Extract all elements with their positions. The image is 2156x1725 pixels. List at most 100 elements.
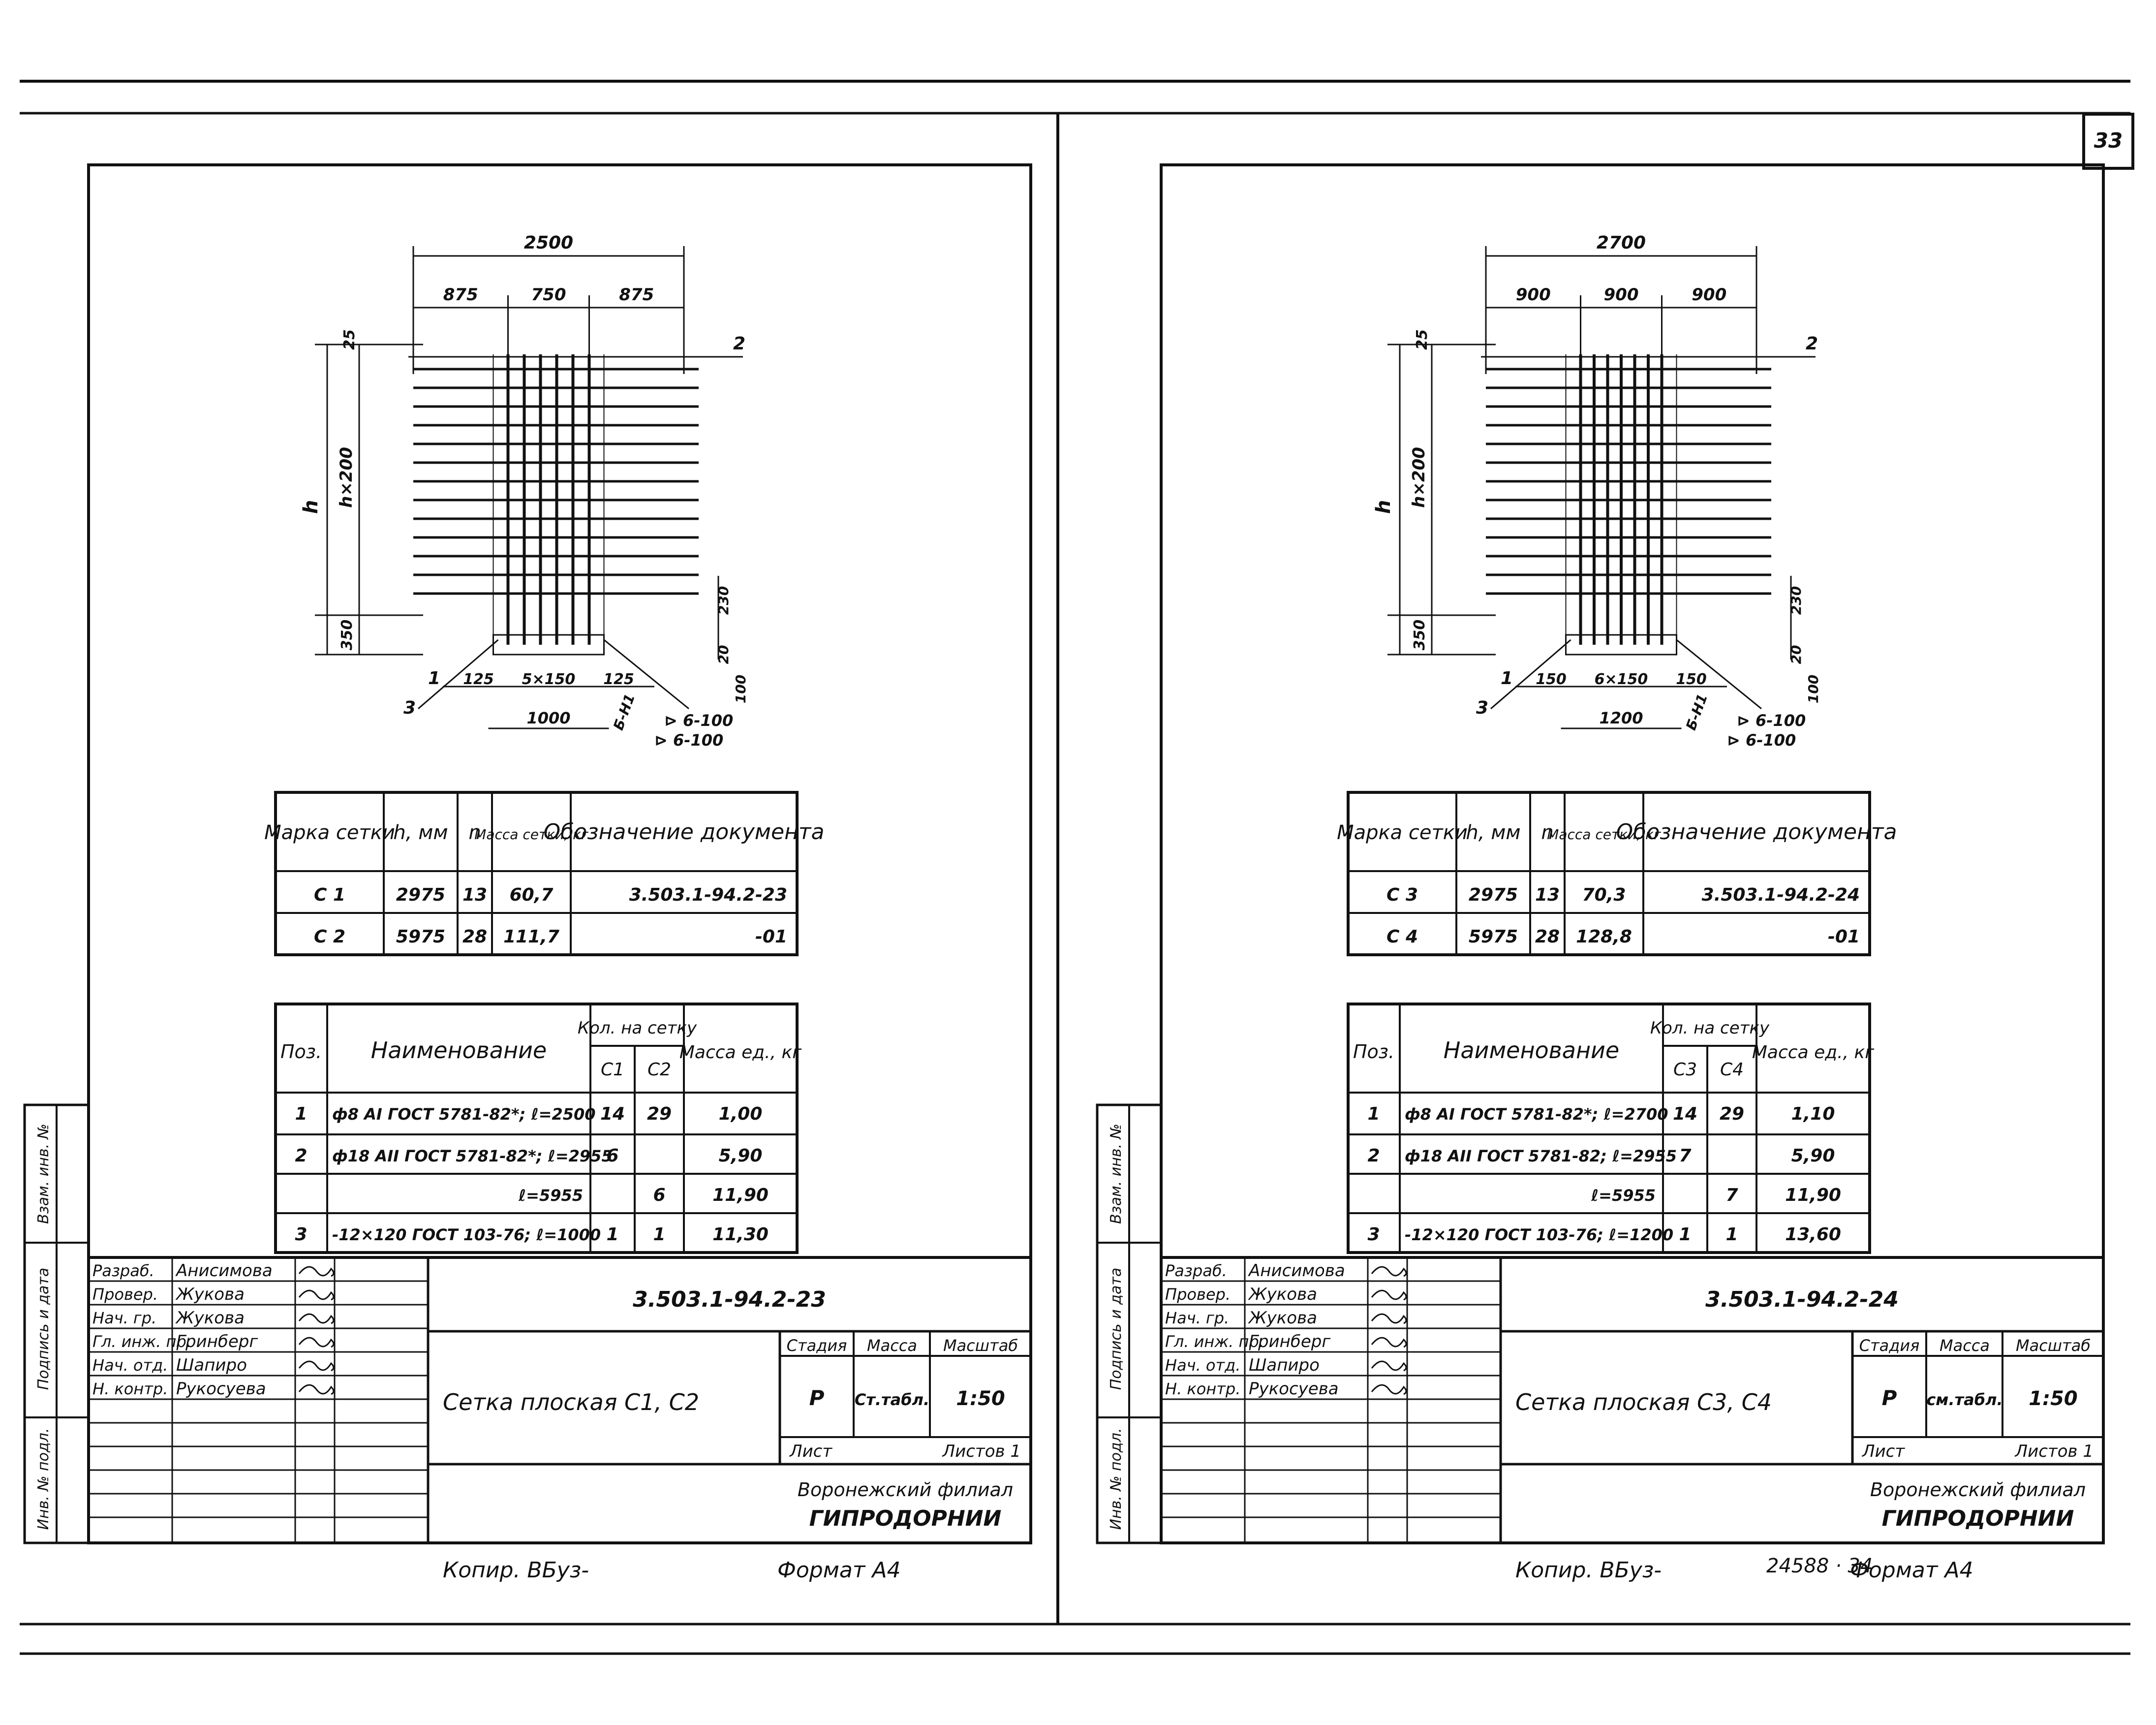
mesh-table-frame <box>1347 791 1871 956</box>
dim-bottom: 125 <box>603 671 634 688</box>
callout-2: 2 <box>1806 334 1818 354</box>
role-label: Гл. инж. пр. <box>1165 1332 1264 1351</box>
side-label: Инв. № подл. <box>35 1428 52 1530</box>
signature <box>298 1360 335 1372</box>
dim-side: 20 <box>715 645 732 664</box>
dim-segment: 900 <box>1604 285 1639 305</box>
signature <box>1371 1266 1407 1277</box>
spec-table-cell: 3 <box>1367 1224 1380 1245</box>
spec-table-cell: 29 <box>1720 1104 1744 1124</box>
footer-format: Формат А4 <box>1850 1558 1973 1583</box>
mesh-table-cell: 2975 <box>1469 885 1518 905</box>
spec-table-cell: ф18 АII ГОСТ 5781-82*; ℓ=2955 <box>332 1147 613 1165</box>
spec-table-cell: 1 <box>606 1224 618 1245</box>
spec-table-header: Кол. на сетку <box>578 1018 697 1038</box>
role-label: Н. контр. <box>1165 1380 1240 1398</box>
mesh-table-header: Масса сетки, кг <box>1547 826 1661 843</box>
dim-side: 230 <box>715 586 732 615</box>
spec-table-cell: 29 <box>647 1104 672 1124</box>
dim-top-offset: 25 <box>1414 329 1431 350</box>
org-line1: Воронежский филиал <box>1870 1479 2086 1501</box>
mesh-table-cell: 28 <box>462 927 487 947</box>
footer-extra: 24588 · 34 <box>1766 1555 1873 1577</box>
org-line2: ГИПРОДОРНИИ <box>809 1506 1002 1531</box>
weld-mark: ⊳ 6-100 <box>1727 731 1796 750</box>
mesh-table-cell: 13 <box>462 885 487 905</box>
mesh-table-cell: 111,7 <box>503 927 559 947</box>
weld-mark: ⊳ 6-100 <box>664 711 733 730</box>
spec-table-cell: 11,90 <box>1785 1185 1841 1205</box>
spec-table-header: Поз. <box>280 1041 322 1063</box>
leader-line <box>603 639 689 710</box>
dim-side: 230 <box>1788 586 1804 615</box>
spec-table-cell: 13,60 <box>1785 1224 1841 1245</box>
scan-edge-lines <box>20 80 2130 1655</box>
signature <box>1371 1313 1407 1324</box>
spec-table-cell: 5,90 <box>719 1146 763 1166</box>
spec-table-cell: 1 <box>1679 1224 1691 1245</box>
weld-note: Б-Н1 <box>610 691 638 732</box>
spec-table-header: Масса ед., кг <box>679 1042 802 1063</box>
spec-table-cell: 1,00 <box>719 1104 763 1124</box>
spec-table-cell: ℓ=5955 <box>518 1186 583 1205</box>
doc-code: 3.503.1-94.2-23 <box>633 1287 826 1312</box>
spec-table-cell: ф8 АI ГОСТ 5781-82*; ℓ=2500 <box>332 1105 596 1124</box>
role-label: Провер. <box>92 1285 158 1304</box>
spec-table-header: Поз. <box>1353 1041 1394 1063</box>
dim-segment: 750 <box>531 285 566 305</box>
role-name: Гринберг <box>1249 1332 1331 1351</box>
dim-bottom: 150 <box>1536 671 1567 688</box>
dim-segment: 875 <box>443 285 478 305</box>
spec-table-frame <box>274 1003 799 1254</box>
spec-table-cell: 2 <box>295 1146 307 1166</box>
spec-table-header: Наименование <box>371 1037 547 1064</box>
page-number: 33 <box>2094 128 2123 153</box>
role-label: Разраб. <box>1165 1261 1227 1280</box>
spec-table-cell: -12×120 ГОСТ 103-76; ℓ=1200 <box>1405 1225 1673 1244</box>
role-label: Нач. отд. <box>92 1356 168 1375</box>
sheet-title: Сетка плоская С1, С2 <box>443 1389 699 1415</box>
mass-label: Масса <box>867 1336 917 1355</box>
role-name: Жукова <box>175 1285 245 1304</box>
dim-height-inner: h×200 <box>337 447 356 508</box>
dim-top-offset: 25 <box>341 329 358 350</box>
role-label: Н. контр. <box>92 1380 168 1398</box>
mesh-table-cell: 3.503.1-94.2-23 <box>629 885 787 905</box>
role-name: Жукова <box>1248 1308 1317 1328</box>
callout-3: 3 <box>403 698 416 718</box>
mesh-table-cell: С 4 <box>1386 927 1418 947</box>
role-name: Жукова <box>175 1308 245 1328</box>
spec-table-cell: 1 <box>1725 1224 1738 1245</box>
mesh-table-header: n <box>1541 821 1553 844</box>
weld-mark: ⊳ 6-100 <box>654 731 723 750</box>
side-label: Подпись и дата <box>1108 1268 1125 1390</box>
footer-copy: Копир. ВБуз- <box>443 1558 589 1583</box>
scale-value: 1:50 <box>956 1387 1005 1410</box>
spec-table-frame <box>1347 1003 1871 1254</box>
role-label: Нач. отд. <box>1165 1356 1240 1375</box>
callout-1: 1 <box>1501 668 1513 689</box>
mesh-table-cell: С 3 <box>1386 885 1418 905</box>
stage-label: Стадия <box>1859 1336 1920 1355</box>
leader-line <box>418 639 499 710</box>
spec-table-cell: ф18 АII ГОСТ 5781-82; ℓ=2955 <box>1405 1147 1677 1165</box>
mesh-table-header: Марка сетки <box>264 821 395 844</box>
spec-table-cell: 7 <box>1725 1185 1738 1205</box>
org-line1: Воронежский филиал <box>798 1479 1013 1501</box>
callout-2: 2 <box>733 334 745 354</box>
org-line2: ГИПРОДОРНИИ <box>1882 1506 2074 1531</box>
spec-table-cell: 3 <box>295 1224 307 1245</box>
signature <box>298 1266 335 1277</box>
mesh-table-header: h, мм <box>1466 821 1520 844</box>
leader-line <box>1490 639 1571 710</box>
spec-table-cell: 11,90 <box>712 1185 769 1205</box>
mesh-table-cell: -01 <box>1828 927 1860 947</box>
sheet-footer: Копир. ВБуз-Формат А4 <box>443 1558 901 1583</box>
mesh-table-cell: -01 <box>755 927 787 947</box>
role-label: Нач. гр. <box>1165 1309 1229 1327</box>
